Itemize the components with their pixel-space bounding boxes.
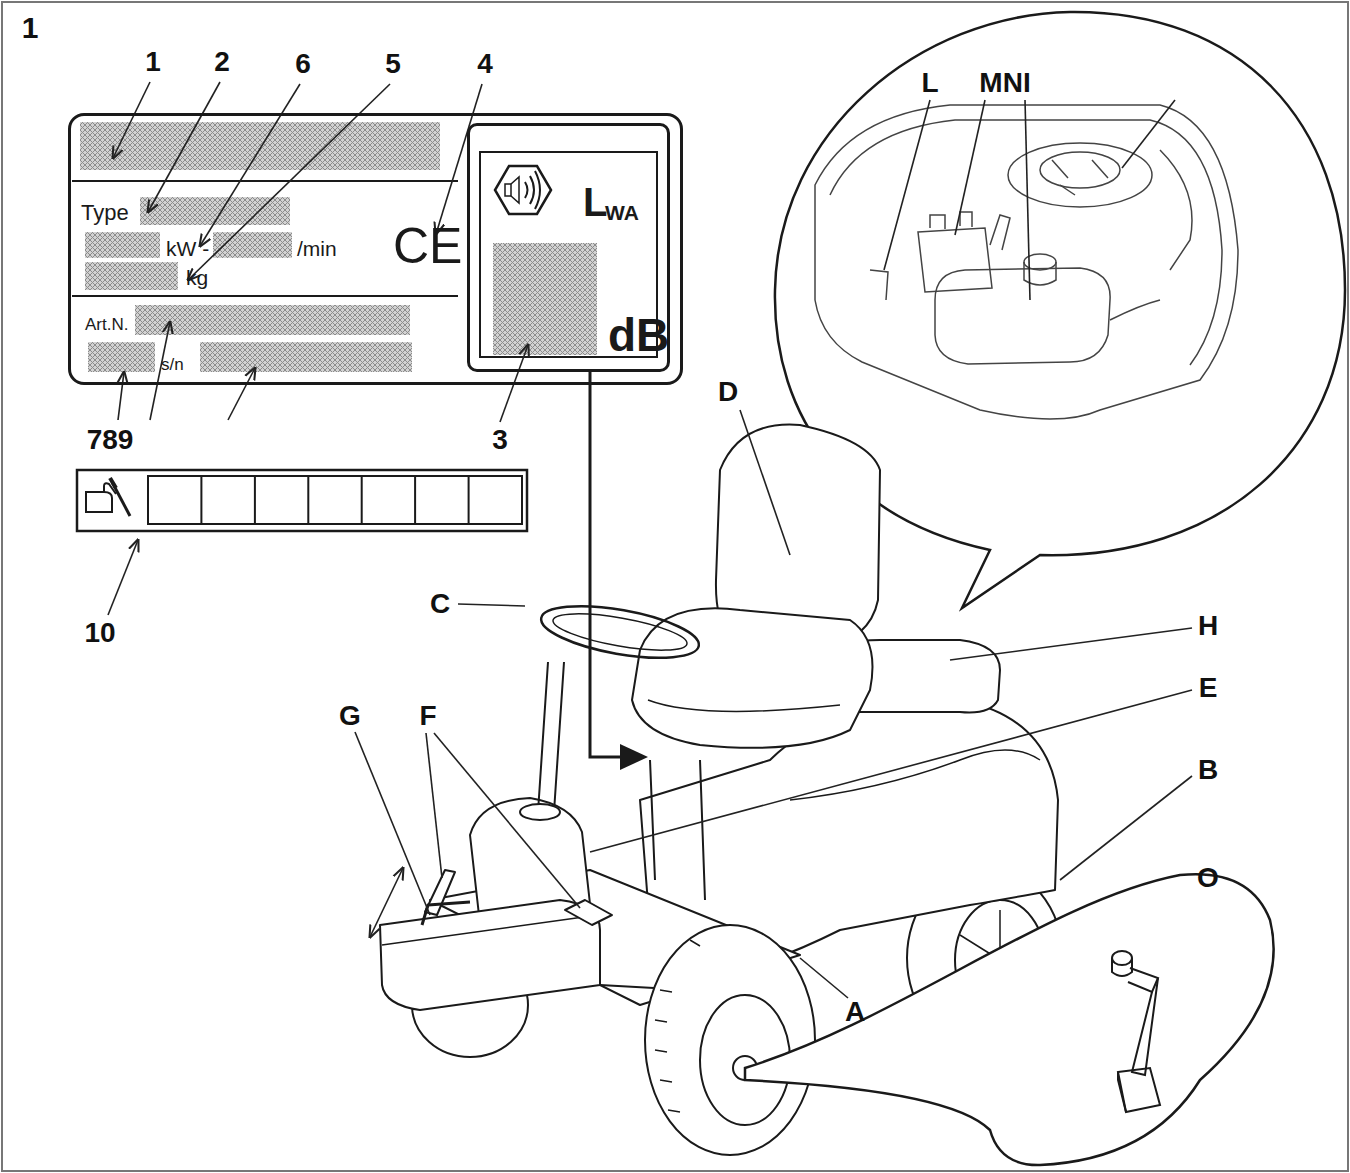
- plate-field-label: Art.N.: [85, 316, 128, 333]
- crank-bubble: [745, 874, 1274, 1165]
- callout-number: 4: [477, 50, 493, 78]
- callout-number: 3: [492, 426, 508, 454]
- part-letter: MNI: [979, 69, 1030, 97]
- callout-number: 1: [145, 48, 161, 76]
- callout-number: 789: [87, 426, 134, 454]
- plate-field-label: Type: [81, 202, 129, 224]
- part-letter: B: [1198, 756, 1218, 784]
- part-letter: F: [419, 702, 436, 730]
- callout-leaders: [108, 82, 528, 615]
- ce-mark: CE: [393, 221, 462, 271]
- callout-number: 10: [84, 619, 115, 647]
- plate-unit: kW -: [166, 238, 209, 259]
- sound-power-symbol: L: [583, 182, 607, 222]
- part-letter: A: [845, 998, 865, 1026]
- figure-number: 1: [22, 13, 39, 43]
- plate-unit: kg: [186, 267, 208, 288]
- part-letter: E: [1199, 674, 1218, 702]
- plate-field-label: s/n: [161, 356, 184, 373]
- callout-number: 2: [214, 48, 230, 76]
- rating-plate: Type kW - /min kg CE Art.N. s/n LWA dB: [68, 113, 683, 385]
- part-letter: G: [339, 702, 361, 730]
- part-letter: C: [430, 590, 450, 618]
- part-letter: O: [1197, 864, 1219, 892]
- rating-plate-details: [72, 122, 657, 372]
- registration-box: [77, 470, 527, 531]
- callout-number: 6: [295, 50, 311, 78]
- part-letter: L: [921, 69, 938, 97]
- part-leaders: [355, 410, 1192, 998]
- part-letter: H: [1198, 612, 1218, 640]
- callout-number: 5: [385, 50, 401, 78]
- noise-level-plate: LWA dB: [467, 123, 670, 372]
- plate-unit: /min: [297, 238, 337, 259]
- sound-power-subscript: WA: [605, 202, 639, 223]
- decibel-unit: dB: [608, 312, 669, 358]
- part-letter: D: [718, 378, 738, 406]
